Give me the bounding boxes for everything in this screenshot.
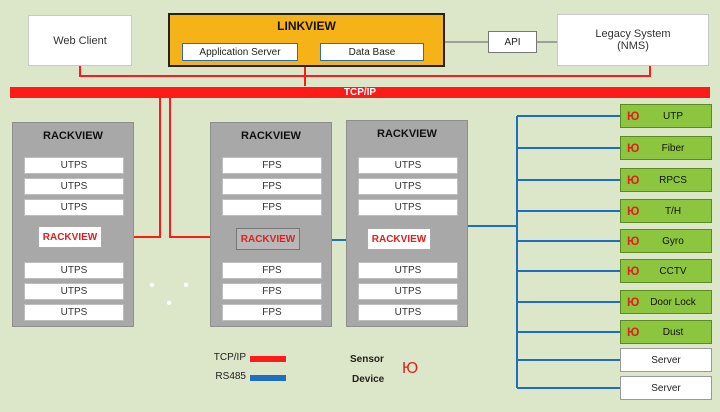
rack-1-slot: UTPS	[24, 283, 124, 300]
database-label: Data Base	[348, 46, 396, 58]
legend-tcp-ip-swatch	[250, 356, 286, 362]
rack-1-slot: UTPS	[24, 157, 124, 174]
sensor-device-icon: Ю	[627, 173, 640, 187]
rack-2-title: RACKVIEW	[241, 130, 301, 142]
rack-1-hub: RACKVIEW	[38, 226, 102, 248]
rack-1-title: RACKVIEW	[43, 130, 103, 142]
sensor-label: RPCS	[659, 174, 687, 186]
sensor-label: UTP	[663, 110, 683, 122]
sensor-door-lock: Ю Door Lock	[620, 290, 712, 314]
legend-device-label: Device	[352, 374, 385, 385]
sensor-device-icon: Ю	[627, 325, 640, 339]
more-racks-ellipsis: • • •	[149, 277, 201, 312]
rack-2-slot: FPS	[222, 199, 322, 216]
sensor-label: CCTV	[659, 265, 687, 277]
sensor-label: Fiber	[661, 142, 685, 154]
rack-3-slot: UTPS	[358, 283, 458, 300]
legend-tcp-ip-label: TCP/IP	[213, 352, 246, 363]
rack-2-slot: FPS	[222, 178, 322, 195]
rack-3: RACKVIEW UTPS UTPS UTPS RACKVIEW UTPS UT…	[346, 120, 468, 327]
rack-2-slot: FPS	[222, 262, 322, 279]
sensor-label: T/H	[664, 205, 682, 217]
rack-3-title: RACKVIEW	[377, 128, 437, 140]
rack-3-hub: RACKVIEW	[367, 228, 431, 250]
api-label: API	[504, 36, 521, 48]
sensor-rpcs: Ю RPCS	[620, 168, 712, 192]
server-box: Server	[620, 348, 712, 372]
web-client-label: Web Client	[53, 34, 107, 47]
sensor-device-legend-icon: Ю	[402, 360, 419, 377]
legacy-system-box: Legacy System (NMS)	[557, 14, 709, 66]
tcp-ip-bus-label: TCP/IP	[343, 87, 377, 98]
linkview-box: LINKVIEW Application Server Data Base	[168, 13, 445, 67]
tcp-ip-bus: TCP/IP	[10, 87, 710, 98]
application-server-box: Application Server	[182, 43, 298, 61]
server-label: Server	[651, 382, 681, 394]
api-box: API	[488, 31, 537, 53]
rack-1-slot: UTPS	[24, 262, 124, 279]
sensor-dust: Ю Dust	[620, 320, 712, 344]
rack-2-hub: RACKVIEW	[236, 228, 300, 250]
sensor-gyro: Ю Gyro	[620, 229, 712, 253]
rack-3-slot: UTPS	[358, 304, 458, 321]
rack-2-slot: FPS	[222, 157, 322, 174]
sensor-cctv: Ю CCTV	[620, 259, 712, 283]
rack-1: RACKVIEW UTPS UTPS UTPS RACKVIEW UTPS UT…	[12, 122, 134, 327]
sensor-device-icon: Ю	[627, 141, 640, 155]
legend-rs485-swatch	[250, 375, 286, 381]
legend-sensor-label: Sensor	[350, 354, 384, 365]
web-client-box: Web Client	[28, 15, 132, 66]
rack-2-slot: FPS	[222, 304, 322, 321]
sensor-utp: Ю UTP	[620, 104, 712, 128]
sensor-label: Dust	[662, 326, 684, 338]
sensor-fiber: Ю Fiber	[620, 136, 712, 160]
rack-1-slot: UTPS	[24, 178, 124, 195]
database-box: Data Base	[320, 43, 424, 61]
rack-3-slot: UTPS	[358, 157, 458, 174]
server-label: Server	[651, 354, 681, 366]
rack-1-slot: UTPS	[24, 304, 124, 321]
sensor-device-icon: Ю	[627, 234, 640, 248]
rack-1-slot: UTPS	[24, 199, 124, 216]
legend-rs485-label: RS485	[215, 371, 246, 382]
application-server-label: Application Server	[199, 46, 281, 58]
sensor-device-icon: Ю	[627, 109, 640, 123]
rack-3-slot: UTPS	[358, 178, 458, 195]
rack-2: RACKVIEW FPS FPS FPS RACKVIEW FPS FPS FP…	[210, 122, 332, 327]
sensor-device-icon: Ю	[627, 295, 640, 309]
top-tcp-link	[79, 64, 651, 77]
rack-3-slot: UTPS	[358, 199, 458, 216]
server-box: Server	[620, 376, 712, 400]
sensor-label: Door Lock	[650, 296, 696, 308]
sensor-device-icon: Ю	[627, 204, 640, 218]
rack-2-slot: FPS	[222, 283, 322, 300]
sensor-device-icon: Ю	[627, 264, 640, 278]
legacy-system-label: Legacy System	[595, 28, 671, 40]
sensor-label: Gyro	[662, 235, 684, 247]
sensor-th: Ю T/H	[620, 199, 712, 223]
linkview-title: LINKVIEW	[277, 19, 336, 33]
rack-3-slot: UTPS	[358, 262, 458, 279]
legacy-system-sublabel: (NMS)	[617, 40, 649, 52]
